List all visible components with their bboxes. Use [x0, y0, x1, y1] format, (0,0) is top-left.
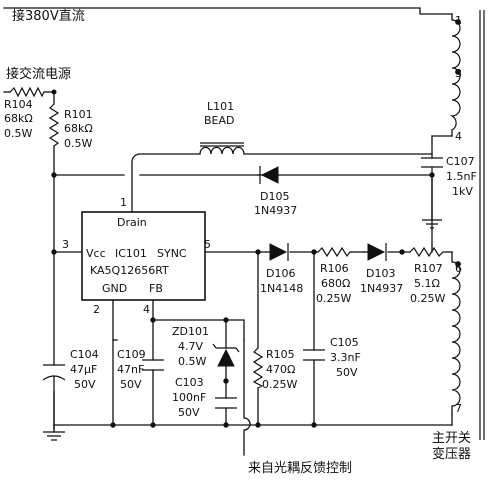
ic-fb-label: FB: [149, 282, 163, 295]
c105-value: 3.3nF: [330, 351, 361, 364]
r105-symbol: [252, 347, 264, 389]
c109-ref: C109: [117, 348, 146, 361]
ic-pin3-number: 3: [62, 238, 69, 251]
c107-rating: 1kV: [452, 185, 473, 198]
transformer-pin-6: 6: [455, 262, 462, 275]
zd101-symbol: [212, 335, 240, 367]
r105-value: 470Ω: [266, 363, 295, 376]
label-ac-input: 接交流电源: [6, 66, 71, 82]
c104-value: 47μF: [70, 363, 97, 376]
c109-symbol: [142, 359, 164, 371]
ic-pin5-number: 5: [204, 238, 211, 251]
r104-rating: 0.5W: [4, 127, 32, 140]
transformer-label-2: 变压器: [432, 446, 471, 462]
r106-ref: R106: [320, 262, 349, 275]
r101-rating: 0.5W: [64, 137, 92, 150]
label-380v-dc: 接380V直流: [12, 8, 85, 24]
transformer-pin-1: 1: [455, 14, 462, 27]
ic-pin2-number: 2: [93, 303, 100, 316]
transformer-label-1: 主开关: [432, 431, 471, 446]
c105-symbol: [303, 349, 325, 361]
transformer-primary-winding: [449, 13, 461, 137]
r105-ref: R105: [266, 348, 295, 361]
transformer-pin-7: 7: [455, 402, 462, 415]
c103-value: 100nF: [172, 391, 206, 404]
c104-ref: C104: [70, 348, 99, 361]
ic-pin1-number: 1: [120, 196, 127, 209]
ic-sync-label: SYNC: [157, 247, 187, 260]
ic-name: IC101: [115, 247, 147, 260]
transformer-pin-3: 3: [455, 67, 462, 80]
c107-value: 1.5nF: [446, 170, 477, 183]
r101-symbol: [48, 103, 60, 147]
ground-icon: [43, 424, 65, 441]
r107-ref: R107: [414, 262, 443, 275]
r101-ref: R101: [64, 108, 93, 121]
r106-rating: 0.25W: [316, 292, 351, 305]
r107-rating: 0.25W: [410, 292, 445, 305]
c107-symbol: [421, 157, 443, 173]
c103-rating: 50V: [178, 406, 200, 419]
transformer-core: [479, 10, 485, 440]
d105-value: 1N4937: [254, 204, 297, 217]
zd101-value: 4.7V: [178, 340, 203, 353]
c107-ground-icon: [422, 219, 442, 229]
label-feedback: 来自光耦反馈控制: [248, 461, 352, 476]
l101-core: [200, 142, 244, 147]
r107-symbol: [409, 246, 446, 258]
l101-value: BEAD: [204, 114, 235, 127]
ic-pin4-number: 4: [143, 303, 150, 316]
r104-value: 68kΩ: [4, 112, 33, 125]
ic-vcc-label: Vcc: [86, 247, 106, 260]
c105-rating: 50V: [336, 366, 358, 379]
r106-value: 680Ω: [321, 277, 350, 290]
d103-ref: D103: [366, 267, 395, 280]
c103-ref: C103: [175, 376, 204, 389]
r106-symbol: [317, 246, 352, 258]
ic101-body: [81, 211, 206, 301]
c109-rating: 50V: [120, 378, 142, 391]
c109-value: 47nF: [117, 363, 144, 376]
c104-symbol: [42, 364, 66, 393]
c103-symbol: [215, 397, 237, 409]
ic-part-number: KA5Q12656RT: [90, 264, 169, 277]
ic-drain-label: Drain: [117, 216, 147, 229]
r107-value: 5.1Ω: [414, 277, 440, 290]
wires: [3, 7, 453, 456]
d105-symbol: [257, 166, 279, 184]
zd101-rating: 0.5W: [178, 355, 206, 368]
r104-symbol: [9, 86, 45, 98]
c107-ref: C107: [446, 155, 475, 168]
l101-ref: L101: [207, 100, 234, 113]
d106-value: 1N4148: [260, 282, 303, 295]
l101-symbol: [199, 146, 245, 155]
transformer-aux-winding: [451, 251, 461, 415]
d106-ref: D106: [266, 267, 295, 280]
c104-rating: 50V: [74, 378, 96, 391]
ic-gnd-label: GND: [102, 282, 127, 295]
r101-value: 68kΩ: [64, 122, 93, 135]
r105-rating: 0.25W: [262, 378, 297, 391]
zd101-ref: ZD101: [172, 325, 209, 338]
d103-value: 1N4937: [360, 282, 403, 295]
transformer-pin-4: 4: [455, 130, 462, 143]
d106-symbol: [265, 243, 289, 261]
d105-ref: D105: [260, 190, 289, 203]
r104-ref: R104: [4, 98, 33, 111]
c105-ref: C105: [330, 336, 359, 349]
d103-symbol: [363, 243, 387, 261]
